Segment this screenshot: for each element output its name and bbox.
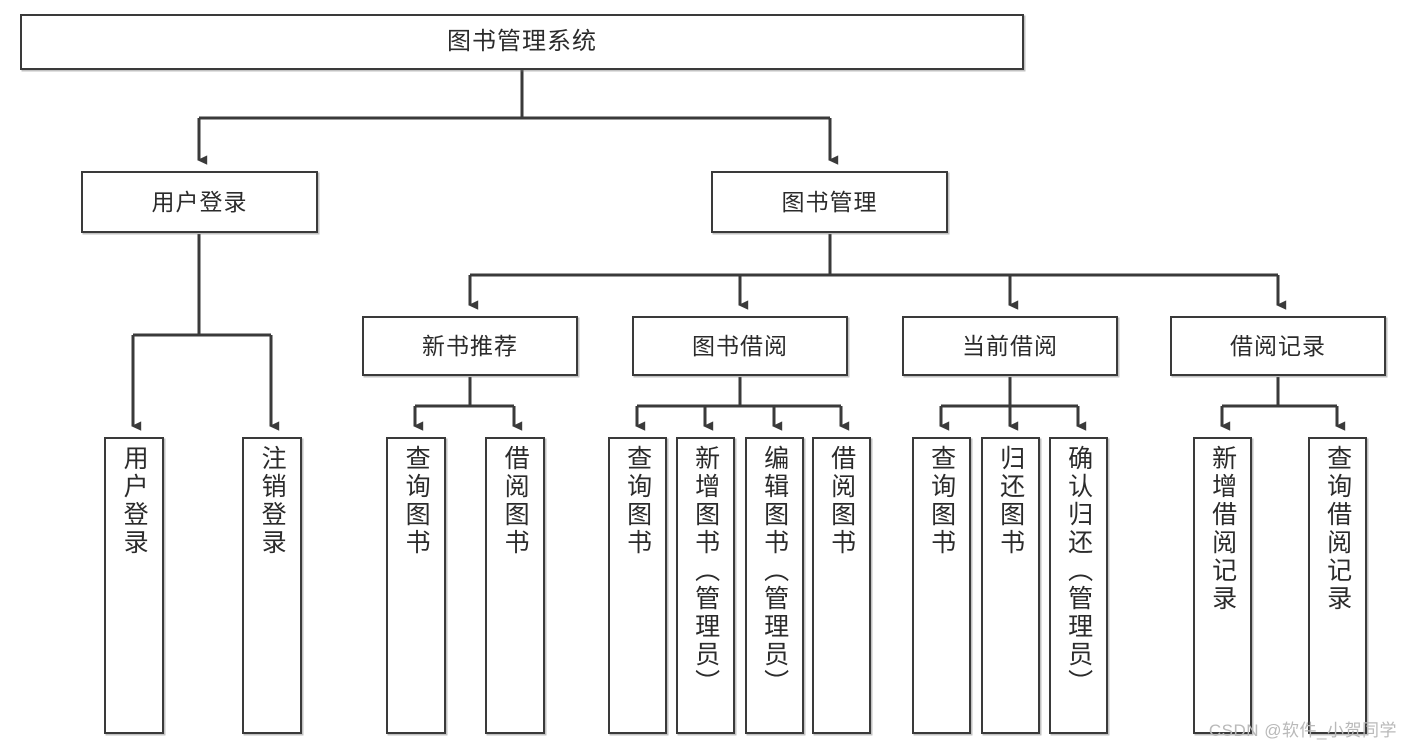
node-label: 借阅图书 bbox=[827, 445, 856, 557]
node-label: 借阅记录 bbox=[1230, 332, 1326, 359]
node-label: 查询图书 bbox=[623, 445, 652, 557]
node-label: 图书管理 bbox=[781, 188, 878, 215]
node-label: 当前借阅 bbox=[962, 332, 1058, 359]
node-label: 编辑图书（管理员） bbox=[760, 445, 789, 697]
node-label: 新增图书（管理员） bbox=[691, 445, 720, 697]
node-label: 图书借阅 bbox=[692, 332, 788, 359]
watermark-text: CSDN @软件_小贺同学 bbox=[1208, 721, 1397, 740]
leaf-borrow-book[interactable]: 借阅图书 bbox=[812, 437, 871, 734]
leaf-query-book-borrow[interactable]: 查询图书 bbox=[608, 437, 667, 734]
leaf-add-borrow-record[interactable]: 新增借阅记录 bbox=[1193, 437, 1252, 734]
node-label: 查询图书 bbox=[927, 445, 956, 557]
node-label: 查询图书 bbox=[402, 445, 431, 557]
node-borrow-record[interactable]: 借阅记录 bbox=[1170, 316, 1386, 376]
node-current-borrow[interactable]: 当前借阅 bbox=[902, 316, 1118, 376]
node-label: 归还图书 bbox=[996, 445, 1025, 557]
leaf-query-borrow-record[interactable]: 查询借阅记录 bbox=[1308, 437, 1367, 734]
node-user-login[interactable]: 用户登录 bbox=[81, 171, 318, 233]
leaf-edit-book-admin[interactable]: 编辑图书（管理员） bbox=[745, 437, 804, 734]
leaf-return-book[interactable]: 归还图书 bbox=[981, 437, 1040, 734]
node-label: 注销登录 bbox=[258, 445, 287, 557]
node-root-system[interactable]: 图书管理系统 bbox=[20, 14, 1024, 70]
leaf-query-book-new[interactable]: 查询图书 bbox=[386, 437, 446, 734]
node-label: 图书管理系统 bbox=[447, 28, 597, 56]
leaf-query-book-current[interactable]: 查询图书 bbox=[912, 437, 971, 734]
node-label: 用户登录 bbox=[120, 445, 149, 557]
leaf-logout[interactable]: 注销登录 bbox=[242, 437, 302, 734]
leaf-confirm-return-admin[interactable]: 确认归还（管理员） bbox=[1049, 437, 1108, 734]
node-book-management[interactable]: 图书管理 bbox=[711, 171, 948, 233]
node-label: 查询借阅记录 bbox=[1323, 445, 1352, 613]
leaf-borrow-book-new[interactable]: 借阅图书 bbox=[485, 437, 545, 734]
node-label: 确认归还（管理员） bbox=[1064, 445, 1093, 697]
node-label: 借阅图书 bbox=[501, 445, 530, 557]
leaf-user-login[interactable]: 用户登录 bbox=[104, 437, 164, 734]
node-book-borrow[interactable]: 图书借阅 bbox=[632, 316, 848, 376]
node-new-book-recommend[interactable]: 新书推荐 bbox=[362, 316, 578, 376]
node-label: 用户登录 bbox=[151, 188, 248, 215]
leaf-add-book-admin[interactable]: 新增图书（管理员） bbox=[676, 437, 735, 734]
node-label: 新增借阅记录 bbox=[1208, 445, 1237, 613]
node-label: 新书推荐 bbox=[422, 332, 518, 359]
